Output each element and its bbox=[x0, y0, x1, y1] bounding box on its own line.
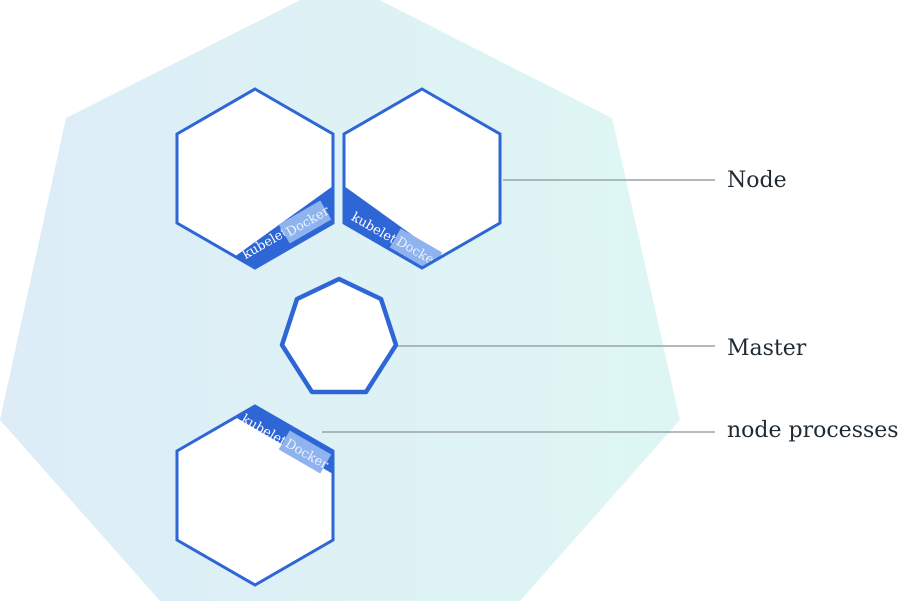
node-label: Node bbox=[727, 168, 787, 193]
master-node bbox=[279, 276, 399, 395]
node-1-docker-chip bbox=[278, 200, 332, 244]
worker-node-3: kubelet Docker bbox=[175, 404, 335, 587]
node-2-docker-chip bbox=[389, 228, 443, 268]
master-label: Master bbox=[727, 336, 807, 361]
node-3-docker-chip bbox=[278, 430, 332, 474]
worker-node-1: kubelet Docker bbox=[175, 87, 335, 270]
node-processes-label: node processes bbox=[727, 418, 899, 443]
